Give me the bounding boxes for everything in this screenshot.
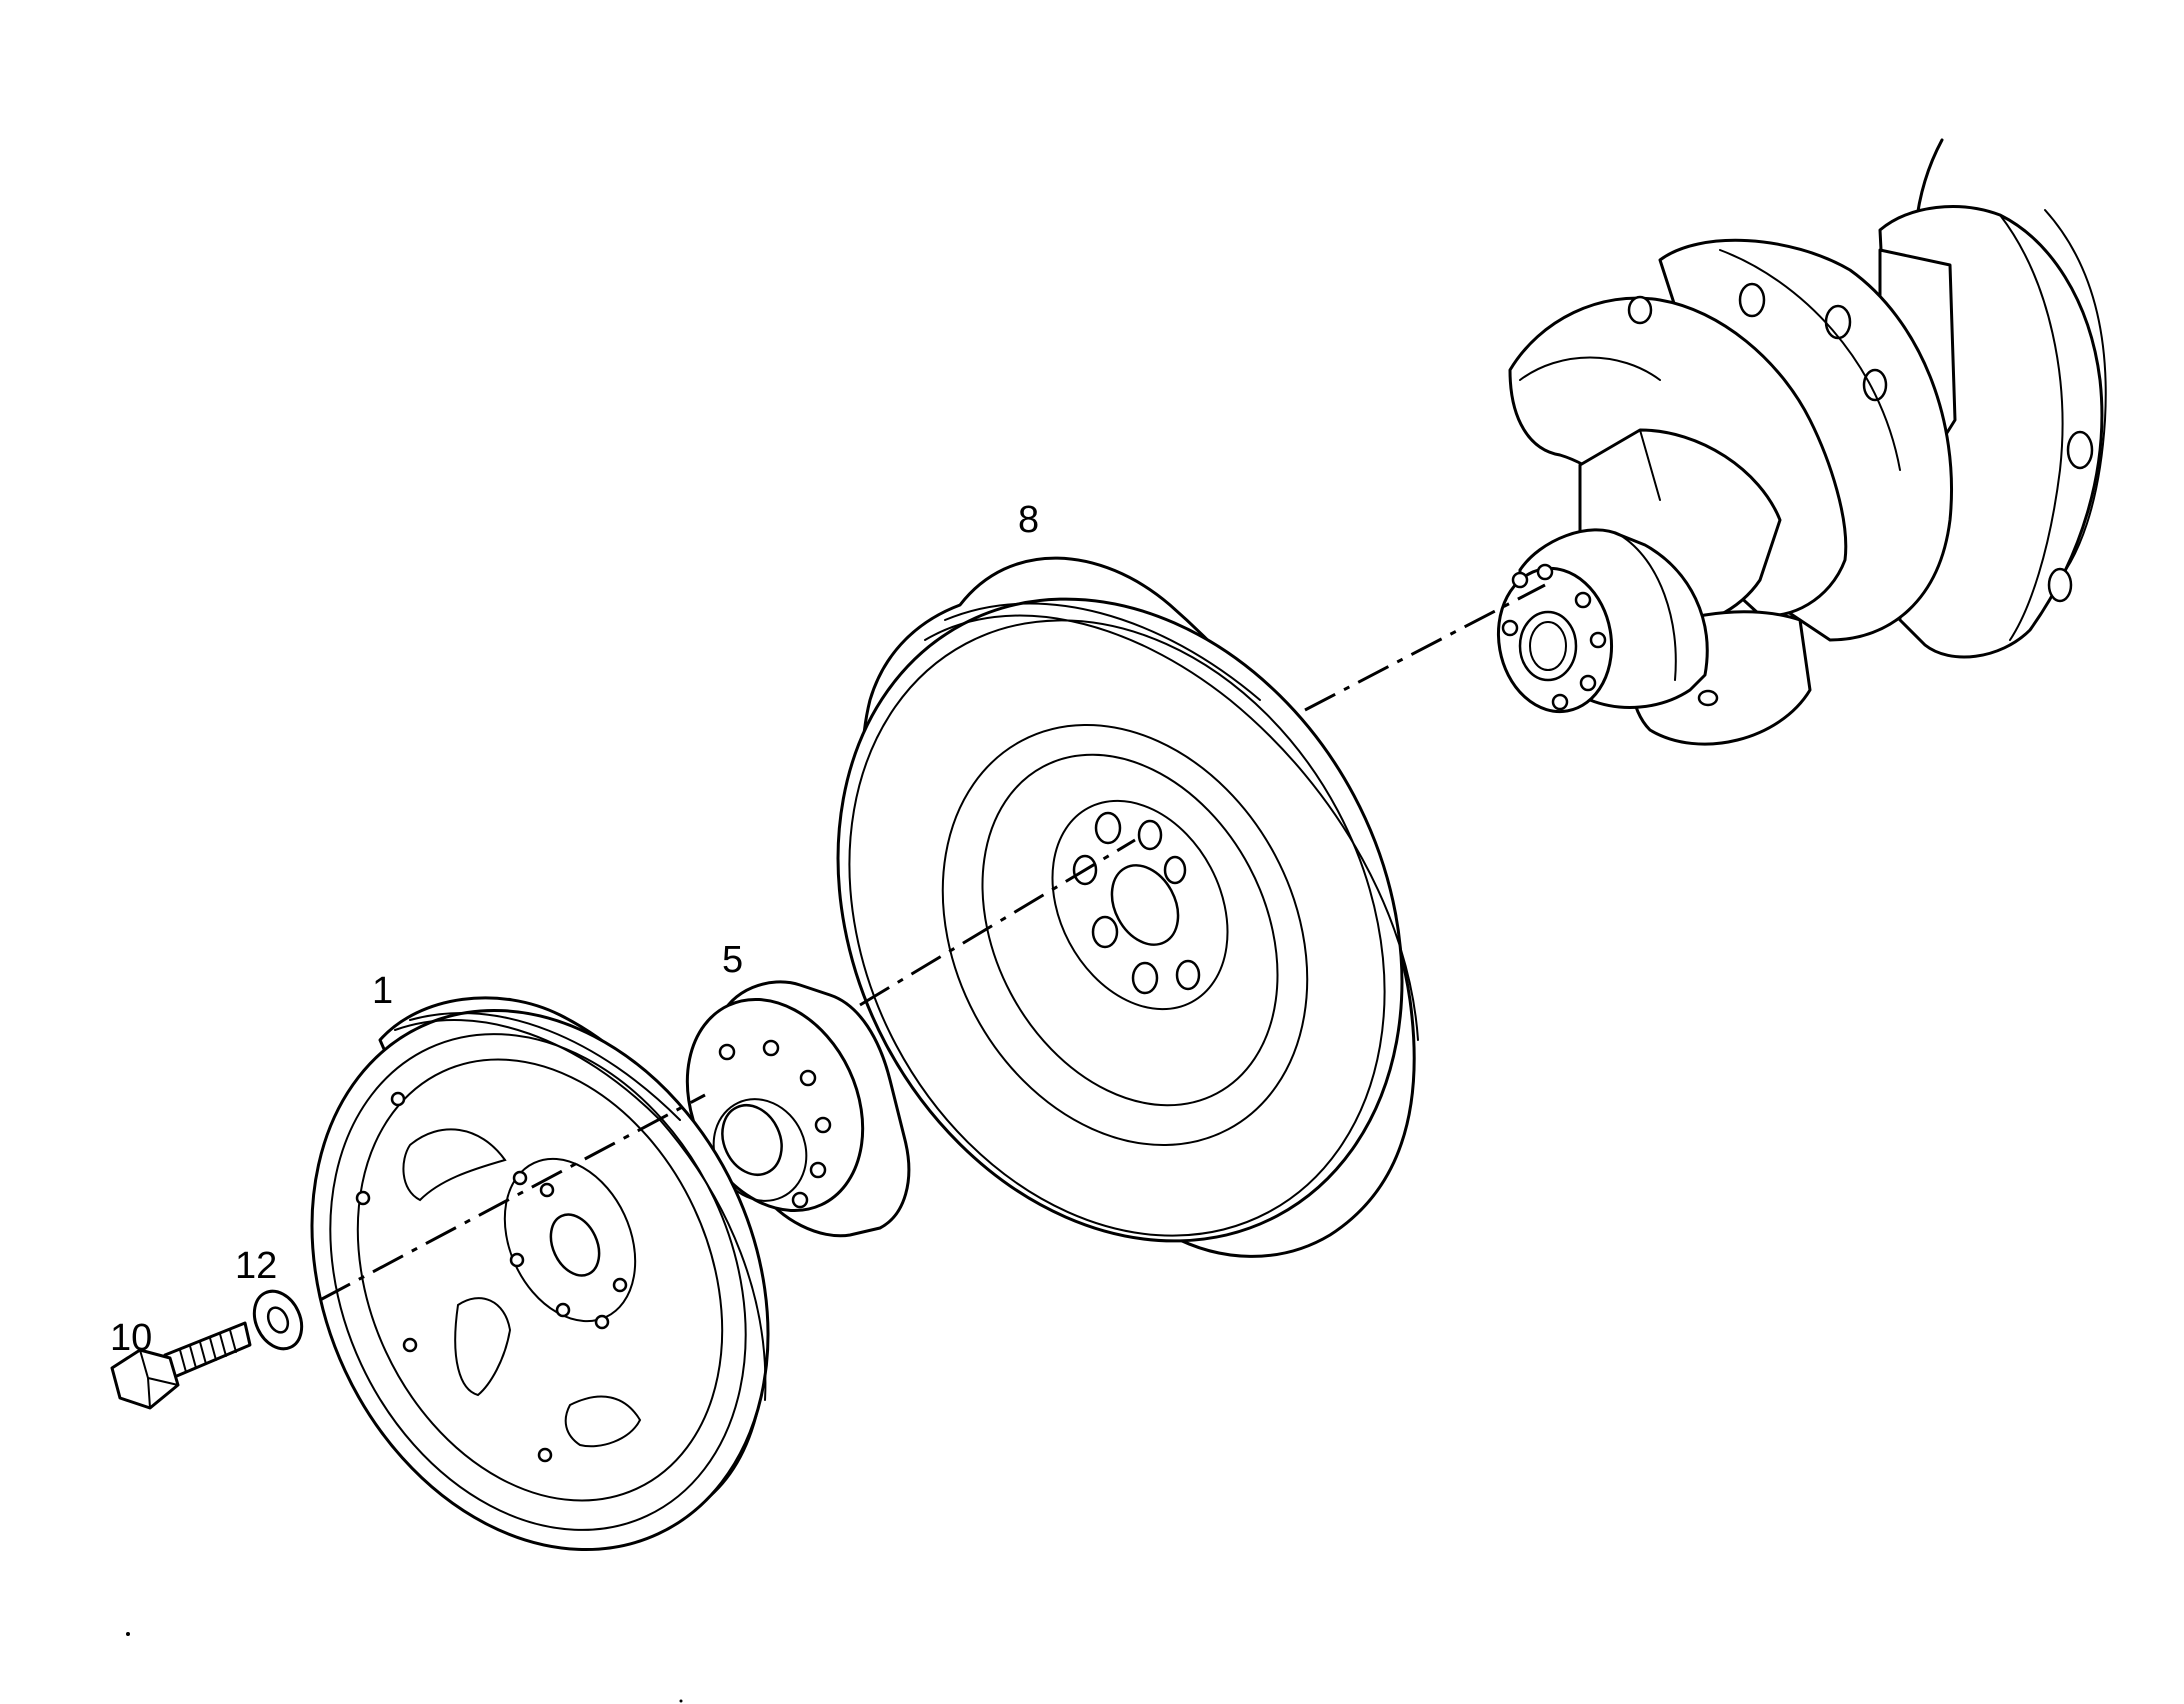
- callout-hub: 5: [722, 939, 743, 981]
- callout-pulley: 1: [372, 970, 393, 1012]
- callout-washer: 12: [235, 1245, 277, 1287]
- speck: [679, 1699, 683, 1703]
- crank-pulley: [310, 996, 770, 1552]
- callout-damper: 8: [1018, 499, 1039, 541]
- speck: [126, 1632, 130, 1636]
- hub-spacer: [685, 980, 911, 1238]
- crankshaft: [1496, 138, 2107, 746]
- vibration-damper: [836, 556, 1419, 1258]
- callout-bolt: 10: [110, 1317, 152, 1359]
- assembly-axis: [319, 583, 1546, 1302]
- bolt: [110, 1321, 252, 1410]
- washer: [252, 1289, 304, 1351]
